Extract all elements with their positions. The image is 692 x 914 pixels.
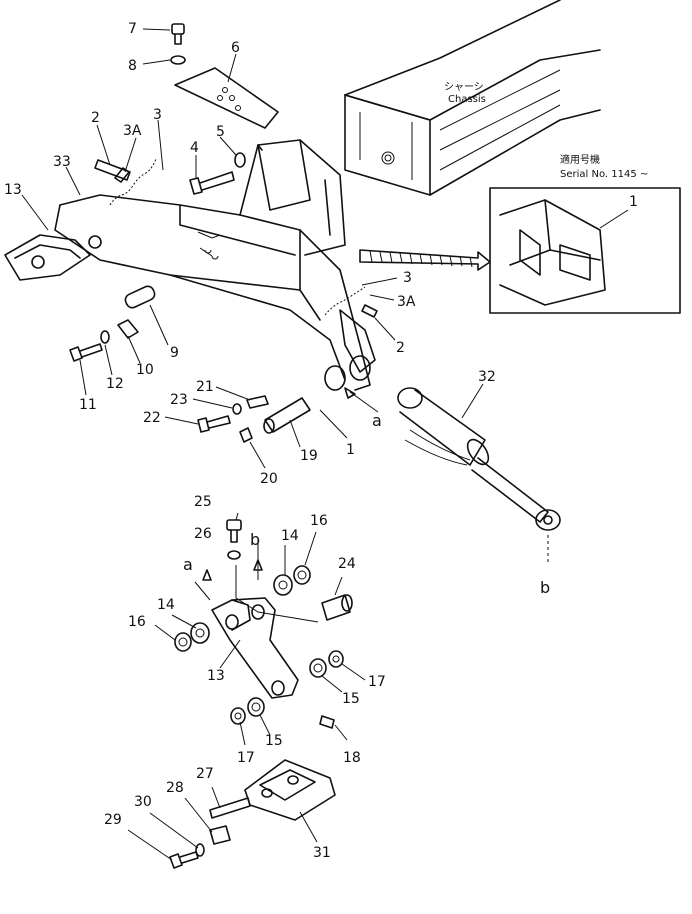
pin-19 (263, 397, 311, 434)
pin-27 (209, 797, 251, 819)
chassis-label-jp: シャーシ (444, 82, 484, 93)
label-17-right: 17 (368, 674, 386, 690)
bushing-15-left (247, 697, 265, 717)
plate-6 (174, 67, 279, 129)
label-1-inset: 1 (629, 194, 638, 210)
chassis-label-en: Chassis (448, 94, 486, 105)
label-7: 7 (128, 21, 137, 37)
washer-5 (234, 152, 246, 168)
cylinder-32 (397, 387, 561, 531)
washer-8 (170, 55, 186, 65)
nut-17-left (230, 707, 246, 725)
label-10: 10 (136, 362, 154, 378)
bushing-14-upper (273, 574, 293, 596)
grease-fitting-18 (319, 715, 335, 729)
label-3-right: 3 (403, 270, 412, 286)
nut-16-upper (293, 565, 311, 585)
bolt-25 (226, 519, 242, 543)
pin-24 (321, 594, 353, 621)
label-11: 11 (79, 397, 97, 413)
label-b-cylinder: b (540, 578, 550, 597)
label-13-lower: 13 (207, 668, 225, 684)
label-20: 20 (260, 471, 278, 487)
label-13-upper: 13 (4, 182, 22, 198)
label-14-upper: 14 (281, 528, 299, 544)
label-6: 6 (231, 40, 240, 56)
main-frame-1 (4, 139, 378, 391)
label-14-lower: 14 (157, 597, 175, 613)
label-3-upper: 3 (153, 107, 162, 123)
pin-2-left (94, 159, 131, 181)
label-3A-upper: 3A (123, 123, 142, 139)
label-25: 25 (194, 494, 212, 510)
label-23: 23 (170, 392, 188, 408)
label-24: 24 (338, 556, 356, 572)
nut-17-right (328, 650, 344, 668)
label-12: 12 (106, 376, 124, 392)
label-22: 22 (143, 410, 161, 426)
bushing-15-right (309, 658, 327, 678)
label-29: 29 (104, 812, 122, 828)
washer-12 (100, 330, 110, 344)
bolt-4 (189, 171, 235, 195)
label-2-right: 2 (396, 340, 405, 356)
label-16-upper: 16 (310, 513, 328, 529)
label-9: 9 (170, 345, 179, 361)
bushing-9 (124, 285, 156, 309)
chassis (344, 0, 601, 196)
plate-10 (117, 319, 139, 339)
label-32: 32 (478, 369, 496, 385)
label-19: 19 (300, 448, 318, 464)
label-15-left: 15 (265, 733, 283, 749)
bolt-11 (69, 343, 103, 362)
washer-26 (227, 550, 241, 560)
serial-label-jp: 適用号機 (560, 153, 600, 166)
label-a-lower: a (183, 555, 193, 574)
inset-part-1 (499, 199, 606, 306)
label-15-right: 15 (342, 691, 360, 707)
step-31 (244, 759, 336, 821)
label-8: 8 (128, 58, 137, 74)
label-27: 27 (196, 766, 214, 782)
inset-box (489, 187, 681, 314)
bolt-29 (169, 851, 199, 869)
label-18: 18 (343, 750, 361, 766)
label-21: 21 (196, 379, 214, 395)
serial-label-en: Serial No. 1145 ~ (560, 169, 648, 180)
grease-fitting-20 (239, 427, 253, 443)
label-b-lower-lever: b (250, 530, 260, 549)
label-16-lower: 16 (128, 614, 146, 630)
label-5: 5 (216, 124, 225, 140)
label-30: 30 (134, 794, 152, 810)
washer-23 (232, 403, 242, 415)
label-28: 28 (166, 780, 184, 796)
plate-21 (246, 395, 269, 409)
leader-lines (21, 28, 629, 861)
label-a-upper: a (372, 411, 382, 430)
lever-13 (211, 597, 299, 699)
label-33: 33 (53, 154, 71, 170)
label-17-left: 17 (237, 750, 255, 766)
plate-28 (209, 825, 231, 845)
bolt-22 (197, 415, 231, 433)
nut-16-lower (174, 632, 192, 652)
label-1-frame: 1 (346, 442, 355, 458)
view-arrow (359, 249, 491, 271)
label-26: 26 (194, 526, 212, 542)
bushing-14-lower (190, 622, 210, 644)
washer-30 (195, 843, 205, 857)
bolt-7 (171, 23, 185, 45)
part-number-labels: 7 8 6 2 3 3A 5 4 33 13 3 3A 2 9 10 12 11… (4, 21, 638, 861)
label-3A-right: 3A (397, 294, 416, 310)
label-2-upper: 2 (91, 110, 100, 126)
label-4: 4 (190, 140, 199, 156)
label-31: 31 (313, 845, 331, 861)
